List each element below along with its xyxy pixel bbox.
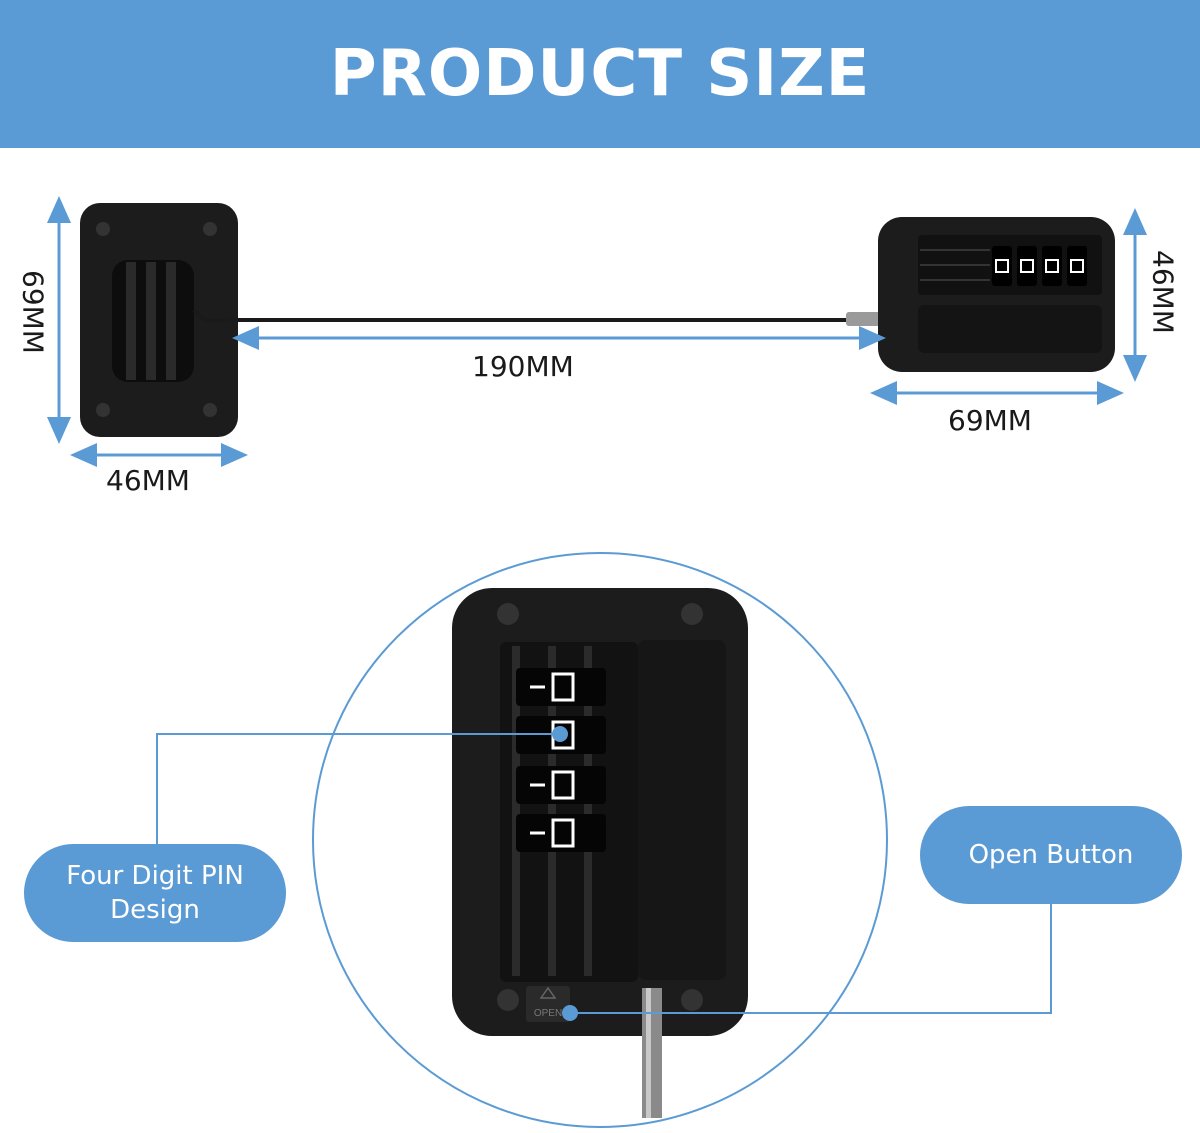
callout-open-button-label: Open Button xyxy=(968,840,1134,870)
pin-leader-dot xyxy=(552,726,568,742)
zoom-circle xyxy=(312,552,888,1128)
dim-label-right-height: 46MM xyxy=(1146,250,1180,334)
open-label: OPEN xyxy=(534,1008,562,1019)
open-leader-dot xyxy=(562,1005,578,1021)
dim-label-left-width: 46MM xyxy=(106,464,190,497)
dim-label-cable-length: 190MM xyxy=(472,350,574,383)
callout-pin-design: Four Digit PIN Design xyxy=(24,844,286,942)
pin-leader-line xyxy=(156,733,560,846)
callout-open-button: Open Button xyxy=(920,806,1182,904)
anchor-plate xyxy=(80,203,238,437)
lock-body xyxy=(878,217,1115,372)
lock-closeup: OPEN xyxy=(452,588,748,1118)
open-leader-line xyxy=(570,904,1052,1014)
page-title: PRODUCT SIZE xyxy=(329,37,871,111)
dim-label-left-height: 69MM xyxy=(16,270,50,354)
dim-label-right-width: 69MM xyxy=(948,404,1032,437)
header-banner: PRODUCT SIZE xyxy=(0,0,1200,148)
callout-pin-design-label: Four Digit PIN Design xyxy=(66,861,244,925)
cable xyxy=(192,308,880,326)
